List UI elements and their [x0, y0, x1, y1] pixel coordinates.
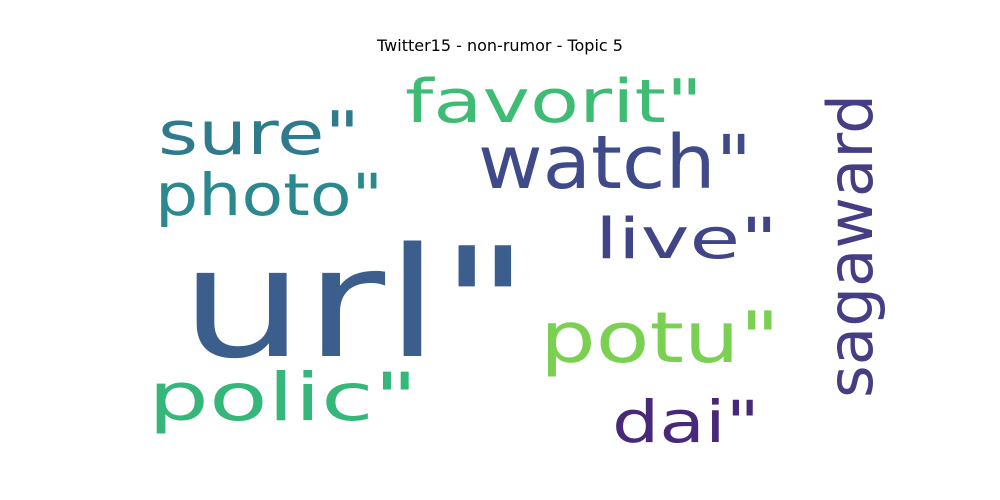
- cloud-word: favorit": [405, 66, 703, 136]
- cloud-word: live": [595, 206, 778, 271]
- cloud-word: sure": [158, 99, 360, 168]
- cloud-word: sagaward: [814, 94, 887, 398]
- figure-title: Twitter15 - non-rumor - Topic 5: [377, 36, 623, 55]
- cloud-word: dai": [612, 388, 760, 456]
- cloud-word: photo": [155, 161, 383, 229]
- cloud-word: url": [180, 216, 530, 393]
- cloud-word: watch": [478, 120, 752, 206]
- cloud-word: potu": [540, 297, 780, 379]
- cloud-word: polic": [148, 360, 418, 436]
